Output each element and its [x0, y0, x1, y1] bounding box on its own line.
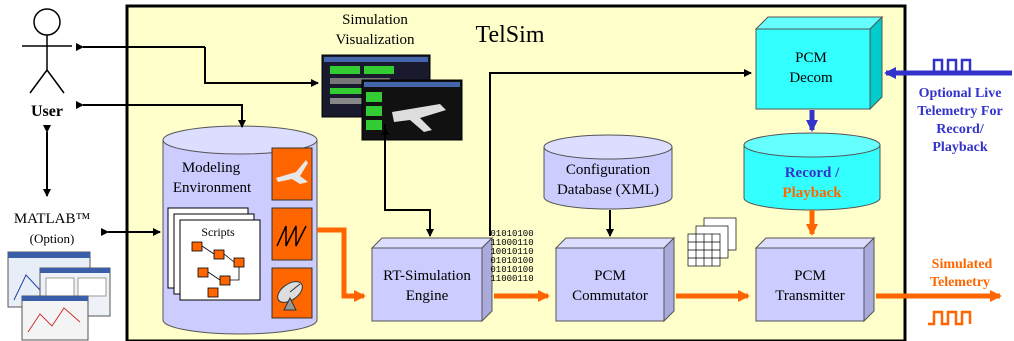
pcm-decom-box — [754, 15, 884, 111]
pcm-transmitter-box — [754, 236, 876, 323]
pcm-transmitter-label-1: PCM — [794, 268, 826, 284]
binary-bits: 01010100 11000110 10010110 01010100 0101… — [490, 229, 533, 284]
blue-flow-arrows — [806, 67, 1012, 132]
satellite-dish-icon — [271, 267, 313, 319]
binary-bits-line: 10010110 — [490, 247, 533, 257]
modeling-env-label-2: Environment — [173, 180, 252, 196]
simulated-telemetry-label-1: Simulated — [932, 257, 993, 272]
modeling-env-label-1: Modeling — [182, 160, 241, 176]
binary-bits-line: 11000110 — [490, 274, 533, 284]
record-playback-label-1: Record / — [785, 165, 840, 181]
matlab-option: (Option) — [30, 231, 75, 246]
binary-bits-line: 01010100 — [490, 265, 533, 275]
configuration-database-cylinder — [543, 134, 673, 210]
config-db-label-2: Database (XML) — [557, 182, 659, 198]
telsim-title: TelSim — [476, 22, 545, 48]
decom-connector — [489, 69, 752, 236]
pcm-commutator-label-1: PCM — [594, 268, 626, 284]
orange-flow-arrows — [317, 210, 1002, 302]
modeling-engine-flow — [317, 227, 366, 302]
rt-engine-label-1: RT-Simulation — [383, 268, 471, 284]
binary-bits-line: 01010100 — [490, 229, 533, 239]
waveform-icon — [271, 207, 313, 261]
optional-live-label-4: Playback — [932, 140, 987, 155]
user-icon — [22, 8, 72, 94]
user-modeling-connector — [76, 101, 246, 128]
simulated-telemetry-wave-icon — [928, 310, 972, 326]
binary-bits-line: 01010100 — [490, 256, 533, 266]
optional-live-label-2: Telemetry For — [917, 104, 1002, 119]
binary-bits-line: 11000110 — [490, 238, 533, 248]
scripts-pages-icon — [167, 207, 261, 301]
sim-vis-label-2: Visualization — [335, 32, 415, 48]
pcm-decom-label-1: PCM — [795, 50, 827, 66]
optional-live-label-3: Record/ — [936, 122, 985, 137]
pcm-commutator-box — [554, 236, 676, 323]
rt-engine-label-2: Engine — [406, 288, 449, 304]
user-label: User — [31, 103, 63, 120]
sim-vis-label-1: Simulation — [342, 12, 408, 28]
black-connectors — [43, 43, 752, 237]
optional-live-label-1: Optional Live — [919, 86, 1002, 101]
sim-vis-engine-connector-2 — [384, 162, 434, 237]
record-playback-cylinder — [743, 132, 881, 211]
user-sim-vis-connector-2 — [204, 47, 319, 87]
simulated-telemetry-label-2: Telemetry — [930, 275, 990, 290]
scripts-label: Scripts — [201, 225, 235, 239]
matlab-label: MATLAB™ — [14, 211, 91, 227]
record-playback-label-2: Playback — [782, 185, 842, 201]
live-telemetry-wave-icon — [928, 58, 972, 74]
pcm-transmitter-label-2: Transmitter — [775, 288, 844, 304]
pcm-decom-label-2: Decom — [789, 70, 833, 86]
config-db-label-1: Configuration — [566, 162, 651, 178]
pcm-commutator-label-2: Commutator — [572, 288, 648, 304]
data-frames-icon — [687, 217, 737, 267]
rt-simulation-engine-box — [370, 236, 494, 323]
aircraft-icon — [271, 147, 313, 201]
matlab-screenshots-icon — [7, 251, 111, 341]
sim-visualization-screenshots-icon — [321, 54, 463, 141]
